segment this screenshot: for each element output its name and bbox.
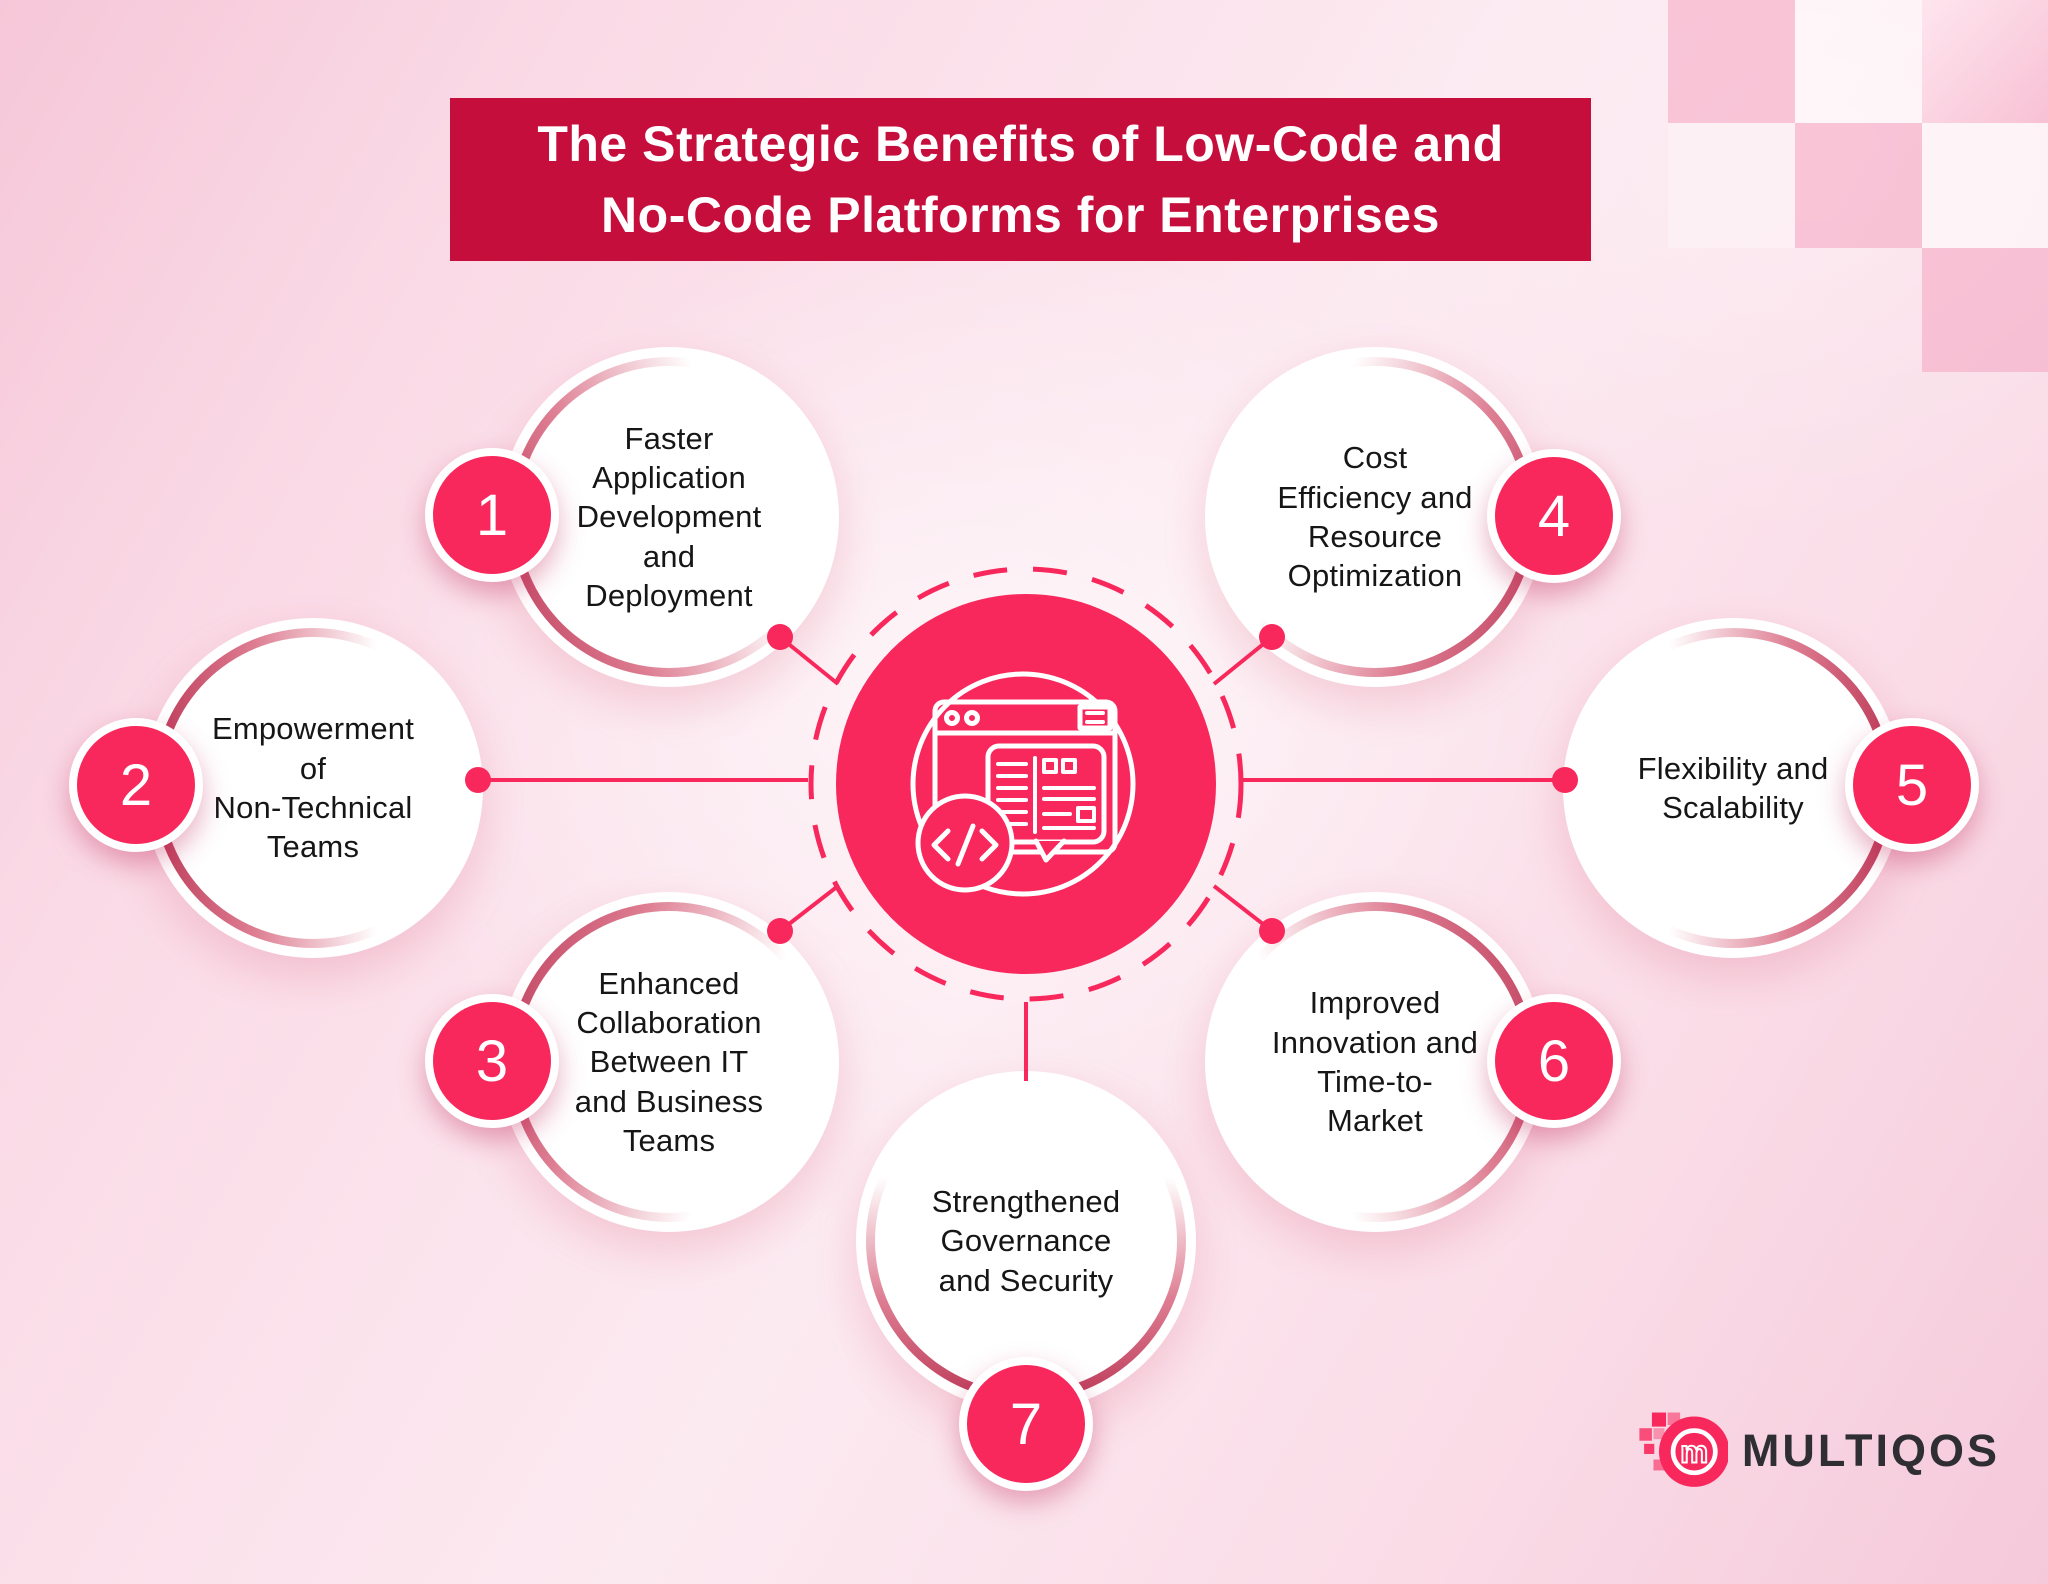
- code-brackets-icon: [931, 823, 999, 867]
- benefit-1-number-badge: 1: [425, 448, 559, 582]
- benefit-3-label: Enhanced Collaboration Between IT and Bu…: [574, 965, 764, 1159]
- title-banner: The Strategic Benefits of Low-Code and N…: [450, 98, 1591, 261]
- checker-square: [1795, 0, 1922, 123]
- bubble-content: [996, 756, 1096, 834]
- benefit-2-number-badge: 2: [69, 718, 203, 852]
- checker-square: [1795, 123, 1922, 248]
- connector-line-3: [778, 884, 840, 933]
- checker-square: [1668, 0, 1795, 123]
- browser-dot: [944, 710, 960, 726]
- checker-square: [1668, 123, 1795, 248]
- browser-dot: [964, 710, 980, 726]
- page-title: The Strategic Benefits of Low-Code and N…: [537, 115, 1504, 243]
- pixel-squares: [1639, 1412, 1681, 1471]
- low-code-platform-icon: [910, 671, 1136, 897]
- benefit-2-label: Empowerment of Non-Technical Teams: [211, 711, 415, 865]
- connector-line-6: [1212, 884, 1274, 933]
- connector-line-1: [778, 635, 840, 686]
- code-circle: [915, 793, 1015, 893]
- benefit-3-number-badge: 3: [425, 994, 559, 1128]
- multiqos-mark-icon: m: [1639, 1412, 1728, 1487]
- benefit-7-label: Strengthened Governance and Security: [931, 1183, 1121, 1298]
- benefit-5-number-badge: 5: [1845, 718, 1979, 852]
- checker-square: [1922, 248, 2048, 372]
- benefit-6-label: Improved Innovation and Time-to- Market: [1271, 985, 1479, 1139]
- benefit-circle-4: Cost Efficiency and Resource Optimizatio…: [1205, 347, 1545, 687]
- benefit-circle-7: Strengthened Governance and Security: [856, 1071, 1196, 1411]
- benefit-circle-2: Empowerment of Non-Technical Teams: [143, 618, 483, 958]
- benefit-6-number-badge: 6: [1487, 994, 1621, 1128]
- benefit-7-number-badge: 7: [959, 1357, 1093, 1491]
- content-bubble: [985, 743, 1107, 845]
- benefit-5-label: Flexibility and Scalability: [1637, 750, 1829, 825]
- monogram: m: [1680, 1435, 1708, 1470]
- brand-wordmark: MULTIQOS: [1741, 1424, 2000, 1476]
- benefit-circle-3: Enhanced Collaboration Between IT and Bu…: [499, 892, 839, 1232]
- browser-menu-box: [1077, 704, 1113, 731]
- checker-square: [1922, 0, 2048, 123]
- browser-window: [932, 699, 1118, 855]
- benefit-4-number-badge: 4: [1487, 449, 1621, 583]
- checker-square: [1922, 123, 2048, 248]
- multiqos-logo: m MULTIQOS: [1630, 1388, 2000, 1513]
- benefit-4-label: Cost Efficiency and Resource Optimizatio…: [1277, 440, 1473, 594]
- icon-outer-circle: [910, 671, 1136, 897]
- hub-dashed-ring: [808, 566, 1244, 1002]
- hub-disc: [836, 594, 1216, 974]
- benefit-1-label: Faster Application Development and Deplo…: [576, 420, 762, 614]
